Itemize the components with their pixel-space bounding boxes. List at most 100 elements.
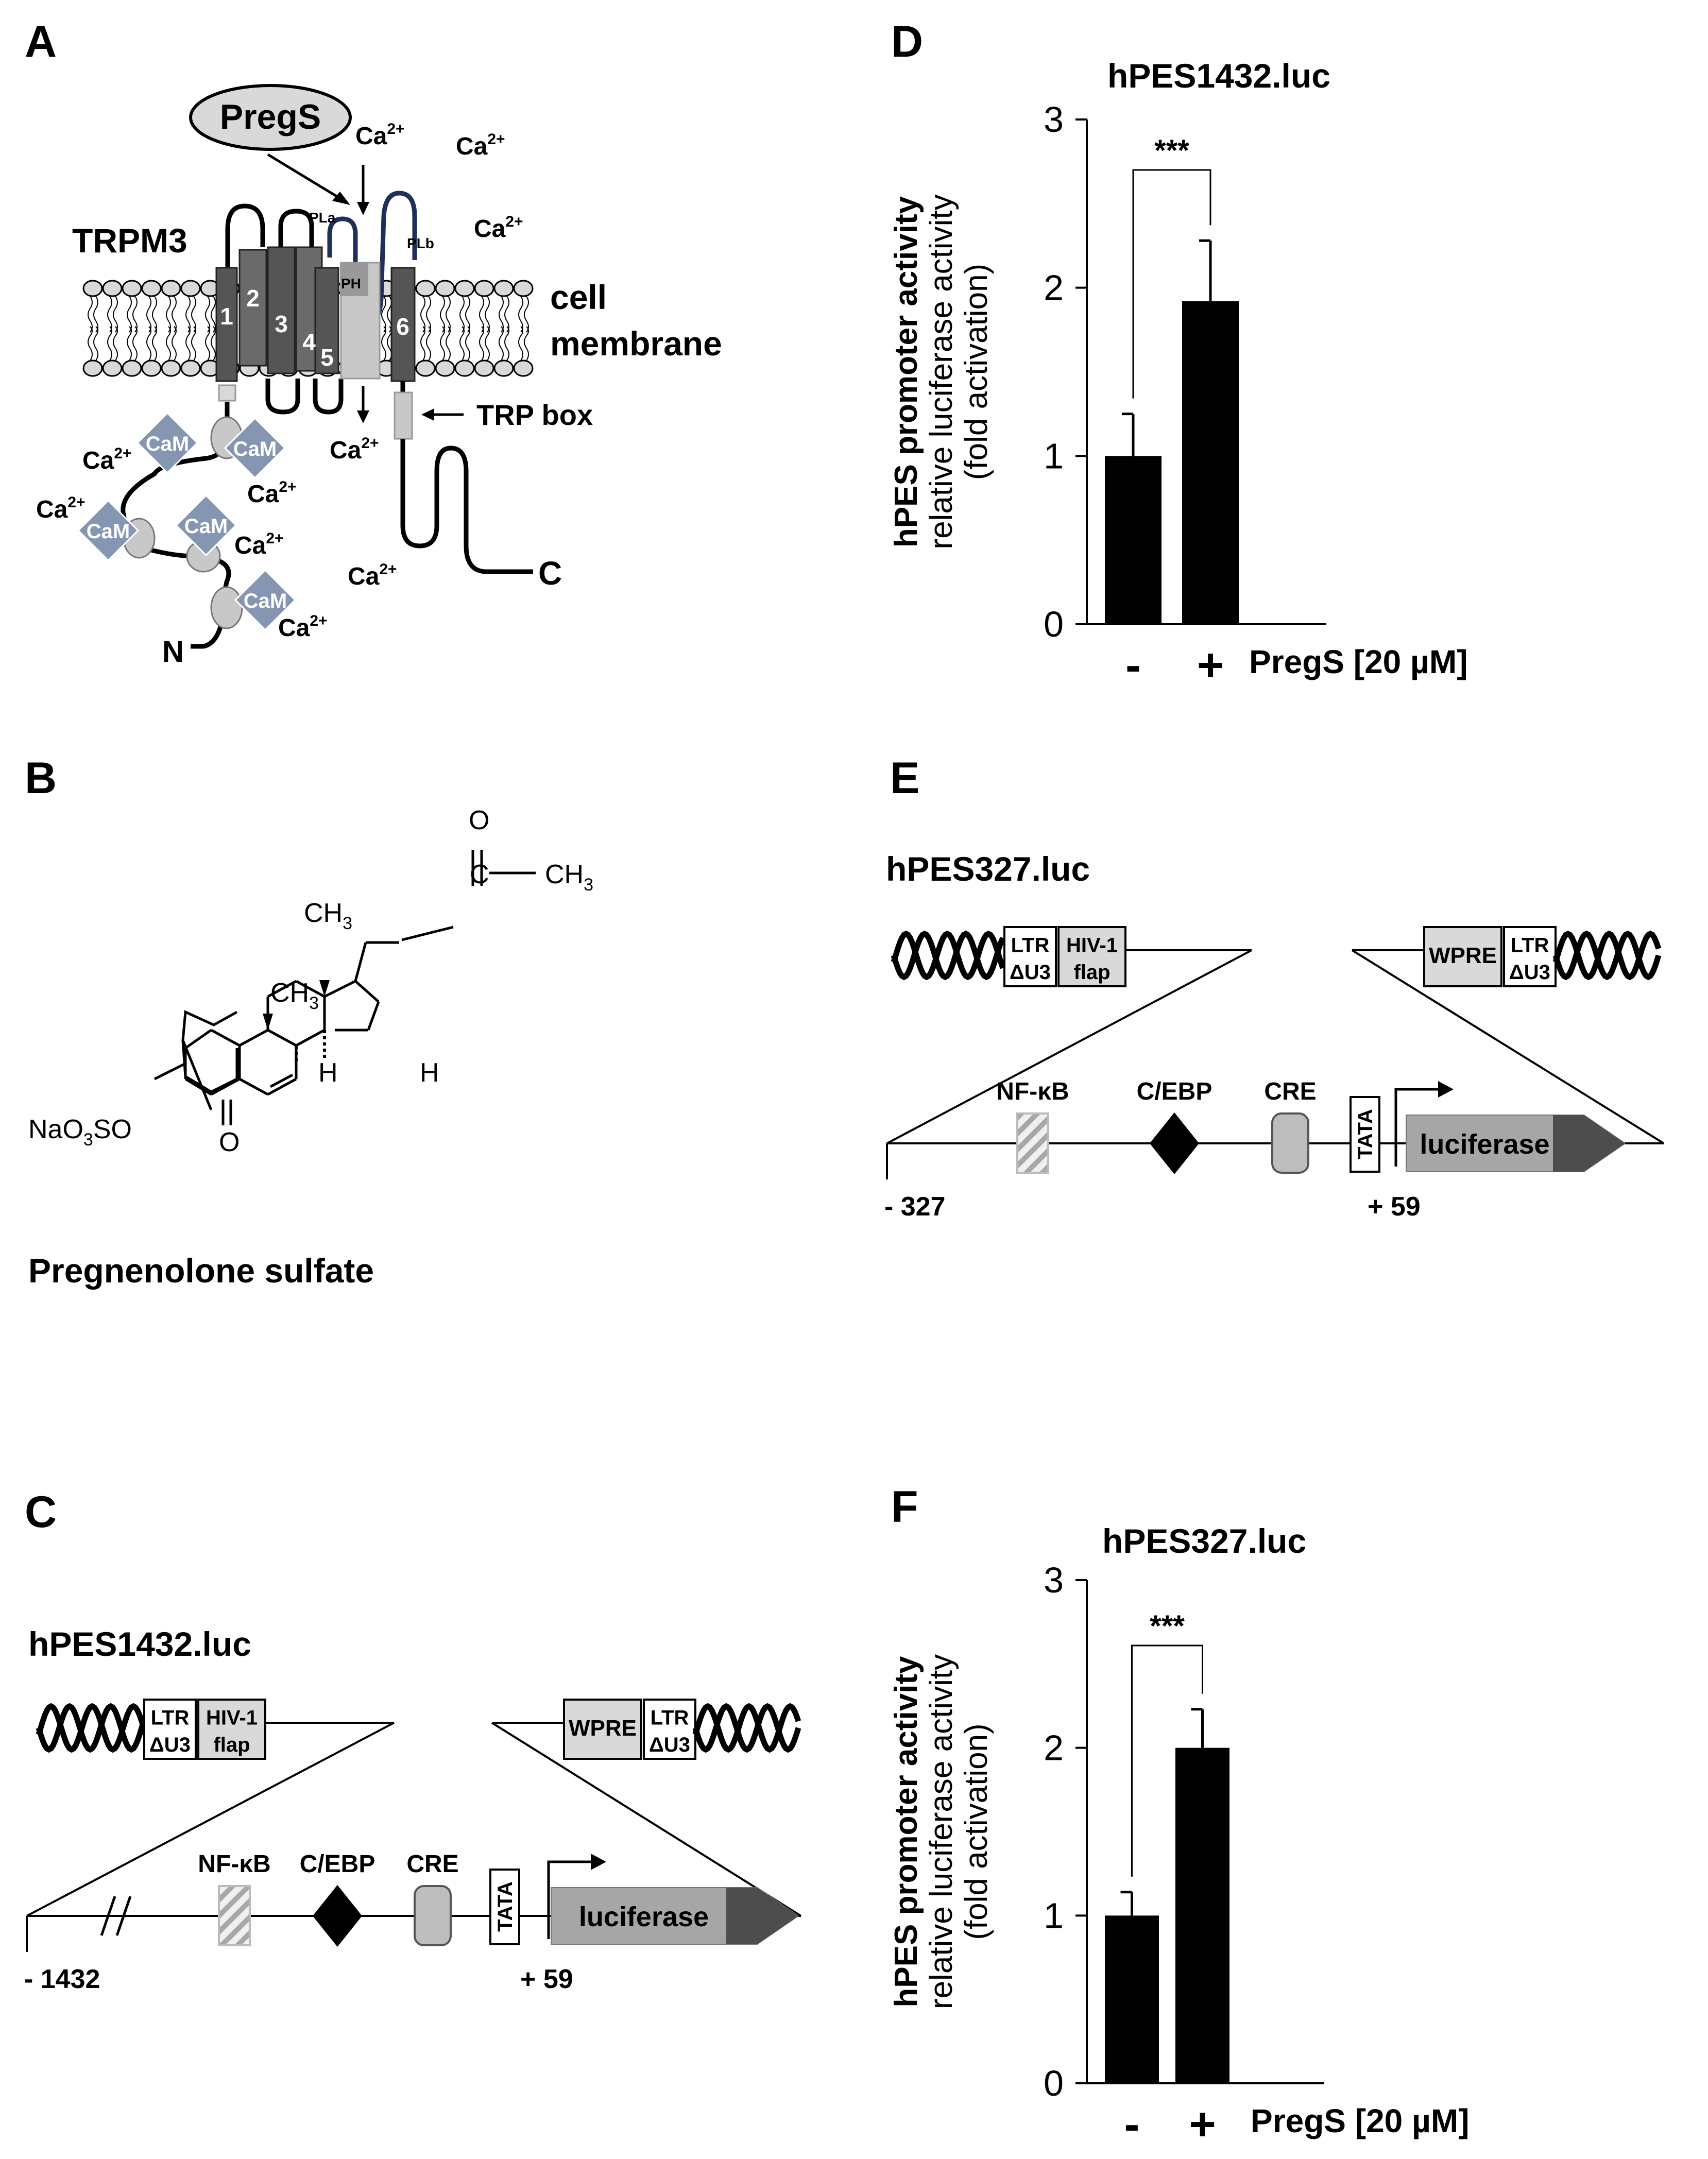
- calmodulin-diamond: [224, 417, 286, 479]
- lipid-head-upper: [474, 280, 494, 297]
- construct-title-e: hPES327.luc: [886, 850, 1090, 888]
- membrane-label: membrane: [550, 324, 722, 363]
- helix-4-label: 4: [302, 329, 316, 355]
- right-helix-strand-1: [1552, 930, 1662, 981]
- significance-bracket: [1131, 1644, 1203, 1877]
- wpre-box: [563, 1699, 642, 1760]
- helix-5: [314, 267, 339, 374]
- helix-3: [267, 246, 296, 374]
- left-ltr-box-line-2: ΔU3: [1010, 961, 1051, 984]
- right-helix-strand-2: [1552, 930, 1662, 981]
- y-tick-label: 2: [1044, 268, 1064, 308]
- left-helix-strand-1: [36, 1703, 149, 1753]
- wedge-bond-c19: [263, 1014, 273, 1030]
- lipid-tail-upper: [420, 296, 431, 333]
- lipid-head-lower: [513, 359, 534, 377]
- calmodulin-label: CaM: [244, 590, 287, 612]
- lipid-tail-lower: [107, 326, 118, 361]
- y-axis-label-line-2: relative luciferase activity: [924, 194, 959, 549]
- lipid-tail-lower: [440, 326, 451, 361]
- right-helix-strand-1: [692, 1703, 801, 1753]
- lipid-tail-lower: [420, 326, 431, 361]
- loop-s4-s5: [313, 379, 344, 415]
- lipid-head-upper: [493, 280, 514, 297]
- panel-b: B: [25, 753, 593, 1290]
- cre-site: [414, 1885, 452, 1946]
- y-tick-label: 3: [1044, 99, 1064, 140]
- lipid-tail-lower: [185, 326, 196, 361]
- left-helix-strand-2: [891, 930, 1006, 981]
- x-category-label: +: [1189, 2099, 1216, 2150]
- lipid-tail-upper: [479, 296, 490, 333]
- ring-oxo-oxygen: O: [219, 1127, 240, 1157]
- y-axis-label-line-3: (fold activation): [959, 1723, 994, 1940]
- lipid-head-upper: [102, 280, 123, 297]
- wedge-bond-c18: [319, 980, 330, 997]
- tata-box: [1350, 1096, 1380, 1173]
- sequence-break-1: [100, 1896, 116, 1936]
- y-tick-label: 0: [1044, 604, 1064, 644]
- tss-arrowhead: [1438, 1081, 1454, 1098]
- wpre-box: [1423, 926, 1502, 987]
- calmodulin-label: CaM: [233, 438, 277, 460]
- calmodulin-diamond: [234, 569, 297, 631]
- cebp-label: C/EBP: [300, 1850, 375, 1878]
- nfkb-label: NF-κB: [996, 1078, 1069, 1105]
- cre-site: [1271, 1112, 1309, 1174]
- calmodulin-label: CaM: [146, 433, 189, 455]
- left-helix-strand-2: [36, 1703, 149, 1753]
- significance-label: ***: [1154, 134, 1189, 167]
- calmodulin-diamond: [77, 499, 140, 562]
- lipid-tail-lower: [518, 326, 529, 361]
- pore-loop-b-label: PLb: [407, 235, 434, 251]
- lipid-head-lower: [435, 359, 455, 377]
- tata-label: TATA: [494, 1881, 517, 1932]
- calmodulin-diamond: [175, 494, 237, 557]
- lipid-tail-lower: [88, 326, 98, 361]
- hiv-flap-box-line-1: HIV-1: [1066, 934, 1118, 956]
- y-tick-label: 1: [1044, 436, 1064, 476]
- significance-label: ***: [1150, 1609, 1185, 1643]
- panel-label-a: A: [25, 17, 57, 66]
- y-tick-label: 2: [1044, 1728, 1064, 1768]
- sodium-sulfate-group: NaO3SO: [28, 1115, 132, 1150]
- steroid-bonds: [153, 850, 536, 1125]
- x-category-label: -: [1124, 2099, 1140, 2150]
- panel-label-f: F: [891, 1482, 918, 1532]
- panel-label-c: C: [25, 1487, 57, 1537]
- x-category-label: +: [1197, 640, 1224, 691]
- lipid-head-lower: [454, 359, 475, 377]
- pregs-ligand-ellipse: [189, 84, 352, 151]
- pore-helix-label: PH: [341, 276, 361, 292]
- lipid-head-upper: [82, 280, 103, 297]
- helix-1: [215, 267, 238, 382]
- calcium-ion-label: Ca2+: [36, 494, 86, 523]
- bar-pregs: [1175, 1747, 1229, 2083]
- lipid-head-upper: [141, 280, 162, 297]
- left-helix-strand-1: [891, 930, 1006, 981]
- calcium-ion-label: Ca2+: [355, 121, 405, 150]
- calmodulin-label: CaM: [87, 520, 130, 543]
- pregs-binding-arrow: [267, 153, 341, 200]
- loop-s3-s4: [278, 209, 314, 247]
- left-ltr-box-line-1: LTR: [1011, 934, 1050, 956]
- carbonyl-oxygen: O: [469, 806, 489, 835]
- c-terminus-label: C: [538, 555, 562, 592]
- calcium-ion-label: Ca2+: [456, 131, 505, 160]
- calcium-ion-label: Ca2+: [82, 445, 132, 474]
- calcium-ion-label: Ca2+: [278, 612, 328, 642]
- n-tail-box: [218, 384, 236, 402]
- calmodulin-diamond: [136, 412, 199, 474]
- right-ltr-box: [1503, 926, 1557, 987]
- luciferase-arrow-tip: [1553, 1115, 1625, 1172]
- luciferase-label: luciferase: [1420, 1129, 1549, 1160]
- right-ltr-box-line-2: ΔU3: [649, 1734, 690, 1756]
- lipid-tail-lower: [459, 326, 470, 361]
- calcium-ion-label: Ca2+: [348, 561, 397, 590]
- panel-label-d: D: [891, 17, 923, 66]
- sequence-break-2: [115, 1896, 132, 1936]
